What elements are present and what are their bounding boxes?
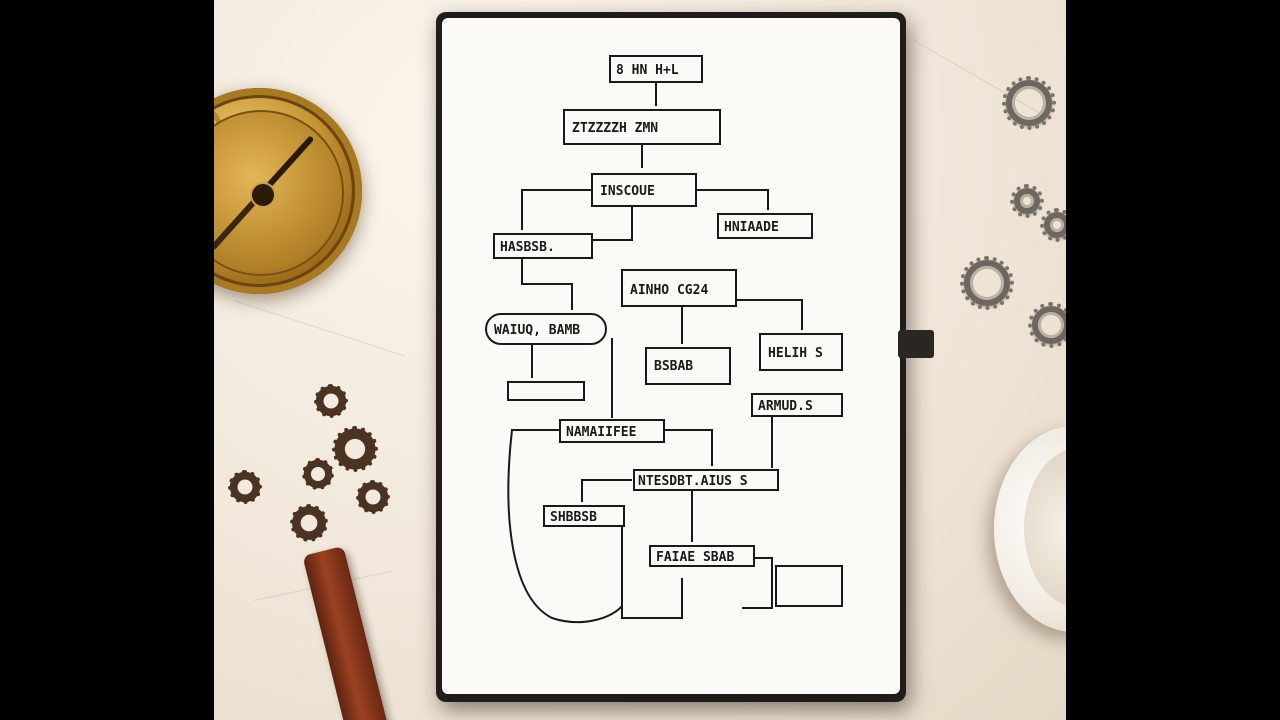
flowchart-arrow [592,206,633,241]
photo-scene: 8 HN H+L ZTZZZZH ZMN INSCOUE HASBSB. AIN… [214,0,1066,720]
flowchart-box [645,347,731,385]
flowchart-line [742,557,773,609]
flowchart-box [633,469,779,491]
metal-ring [1002,76,1056,130]
node-label: WAIUQ, BAMB [494,323,580,338]
metal-ring [960,256,1014,310]
node-label: ARMUD.S [758,399,813,414]
marble-vein [233,300,406,357]
notebook-elastic-tab [898,330,934,358]
flowchart-box [751,393,843,417]
node-label: HNIAADE [724,220,779,235]
flowchart-box [485,313,607,345]
flowchart-box [649,545,755,567]
gear [302,458,334,490]
compass-face [214,110,344,276]
flowchart-box [493,233,593,259]
flowchart-box [717,213,813,239]
flowchart-arrow [664,429,713,466]
flowchart-arrow [696,189,769,210]
gear [356,480,390,514]
flowchart-box [543,505,625,527]
compass-hub [250,182,276,208]
gear [332,426,378,472]
flowchart-arrow [521,189,592,230]
flowchart-box [759,333,843,371]
flowchart-arrow [581,479,632,502]
node-label: SHBBSB [550,510,597,525]
node-label: NAMAIIFEE [566,425,636,440]
metal-ring [1028,302,1066,348]
flowchart-arrow [521,258,573,310]
gear [314,384,348,418]
brass-compass [214,88,362,294]
node-label: HASBSB. [500,240,555,255]
white-cup [994,426,1066,632]
cup-inner [1024,448,1066,608]
flowchart-box [621,269,737,307]
notebook: 8 HN H+L ZTZZZZH ZMN INSCOUE HASBSB. AIN… [436,12,906,702]
node-label: AINHO CG24 [630,283,708,298]
node-label: 8 HN H+L [616,63,679,78]
gear [290,504,328,542]
node-label: FAIAE SBAB [656,550,734,565]
node-label: NTESDBT.AIUS S [638,474,748,489]
gear [228,470,262,504]
pencil [302,545,392,720]
hand-drawn-flowchart: 8 HN H+L ZTZZZZH ZMN INSCOUE HASBSB. AIN… [485,55,843,623]
node-label: ZTZZZZH ZMN [572,121,658,136]
notebook-page: 8 HN H+L ZTZZZZH ZMN INSCOUE HASBSB. AIN… [442,18,900,694]
node-label: HELIH S [768,346,823,361]
metal-ring [1010,184,1044,218]
flowchart-line [507,429,623,623]
flowchart-box [507,381,585,401]
metal-ring [1040,208,1066,242]
node-label: BSBAB [654,359,693,374]
flowchart-box [775,565,843,607]
flowchart-arrow [736,299,803,330]
node-label: INSCOUE [600,184,655,199]
flowchart-line [621,526,683,619]
